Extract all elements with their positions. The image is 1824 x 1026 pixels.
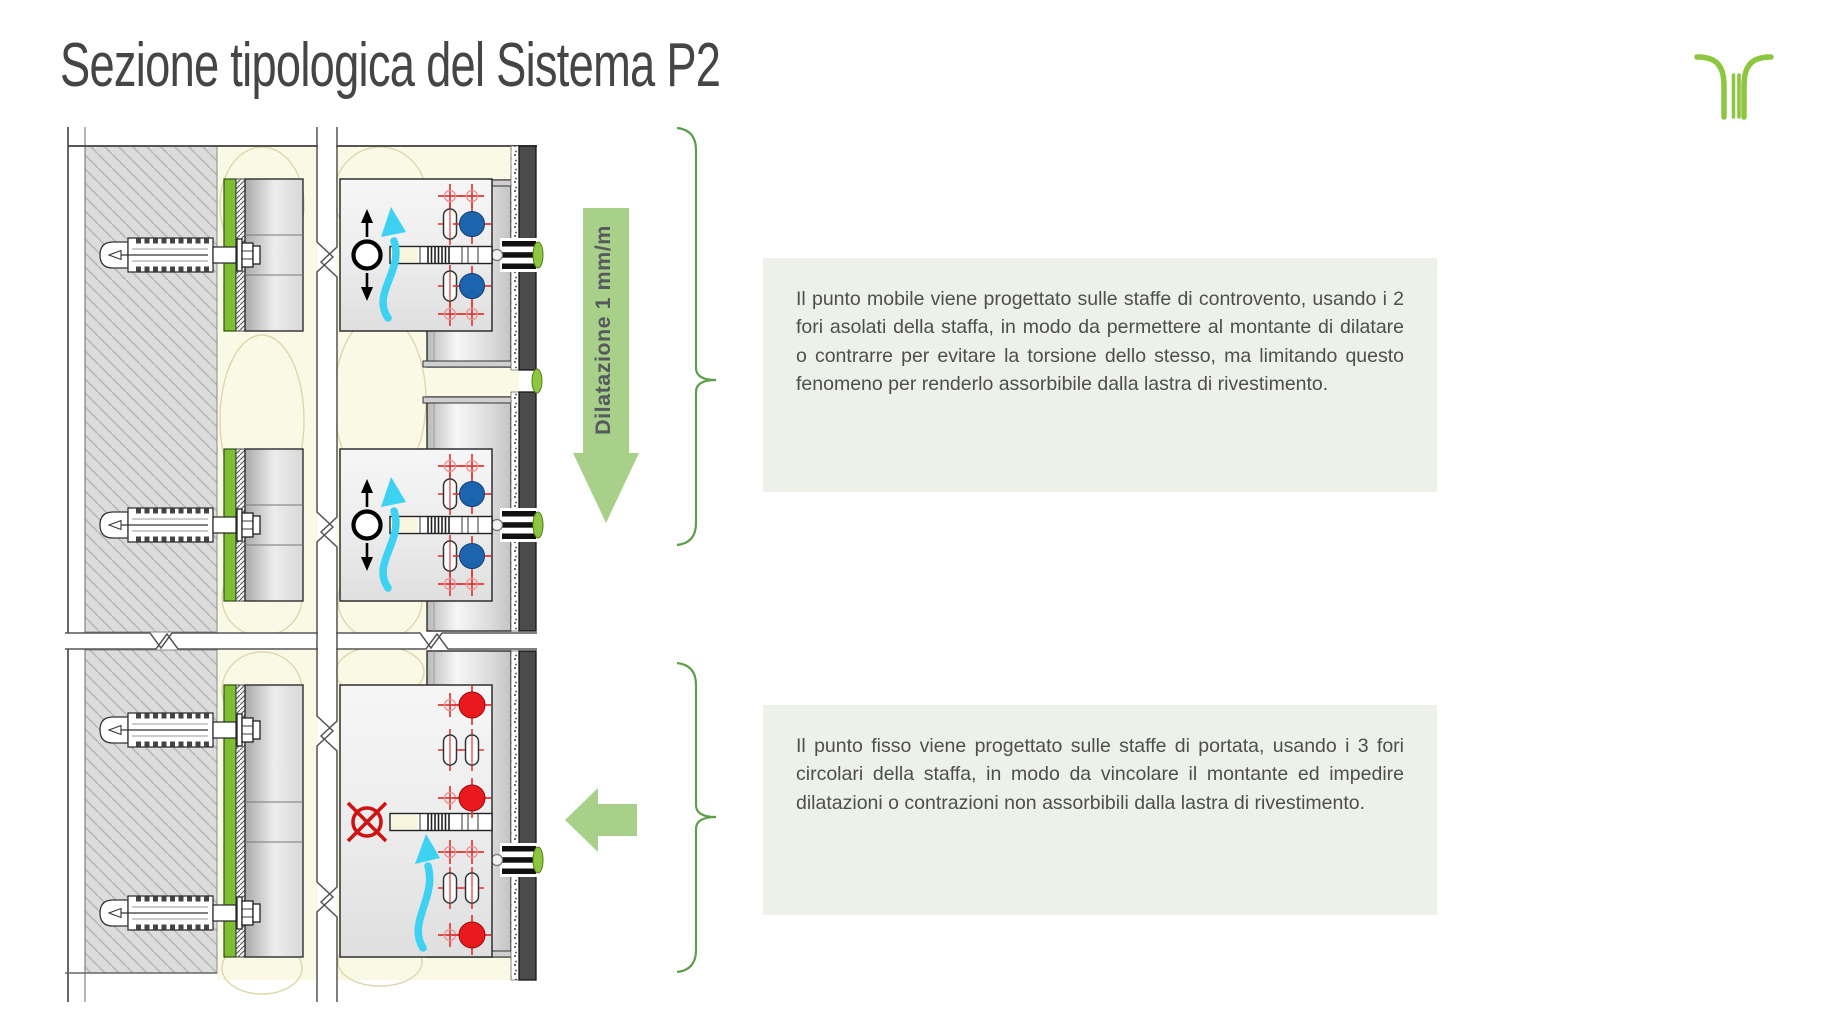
panel-joint-gasket: [531, 368, 543, 394]
callout-mobile-point: Il punto mobile viene progettato sulle s…: [763, 258, 1437, 492]
horizontal-break-line: [65, 632, 540, 650]
airflow-arrow: [414, 862, 434, 952]
dilatation-arrow-label: Dilatazione 1 mm/m: [591, 225, 615, 435]
brace-fixed-point: [676, 661, 717, 974]
slide-title: Sezione tipologica del Sistema P2: [60, 31, 721, 100]
logo-right-arm: [1741, 54, 1774, 120]
vertical-break-lines: [316, 127, 338, 1002]
callout-fixed-text: Il punto fisso viene progettato sulle st…: [796, 735, 1404, 814]
callout-fixed-point: Il punto fisso viene progettato sulle st…: [763, 705, 1437, 915]
callout-mobile-text: Il punto mobile viene progettato sulle s…: [796, 288, 1404, 395]
brace-mobile-points: [676, 126, 717, 547]
logo-left-arm: [1694, 54, 1727, 120]
profile-joint-flange: [422, 396, 515, 404]
dilatation-arrow: Dilatazione 1 mm/m: [573, 208, 639, 523]
fixed-point-symbol-icon: [346, 801, 388, 843]
inward-arrow: [565, 788, 637, 852]
profile-joint-flange: [422, 360, 515, 368]
company-logo-icon: [1694, 54, 1774, 120]
fixed-bracket: [100, 684, 493, 958]
